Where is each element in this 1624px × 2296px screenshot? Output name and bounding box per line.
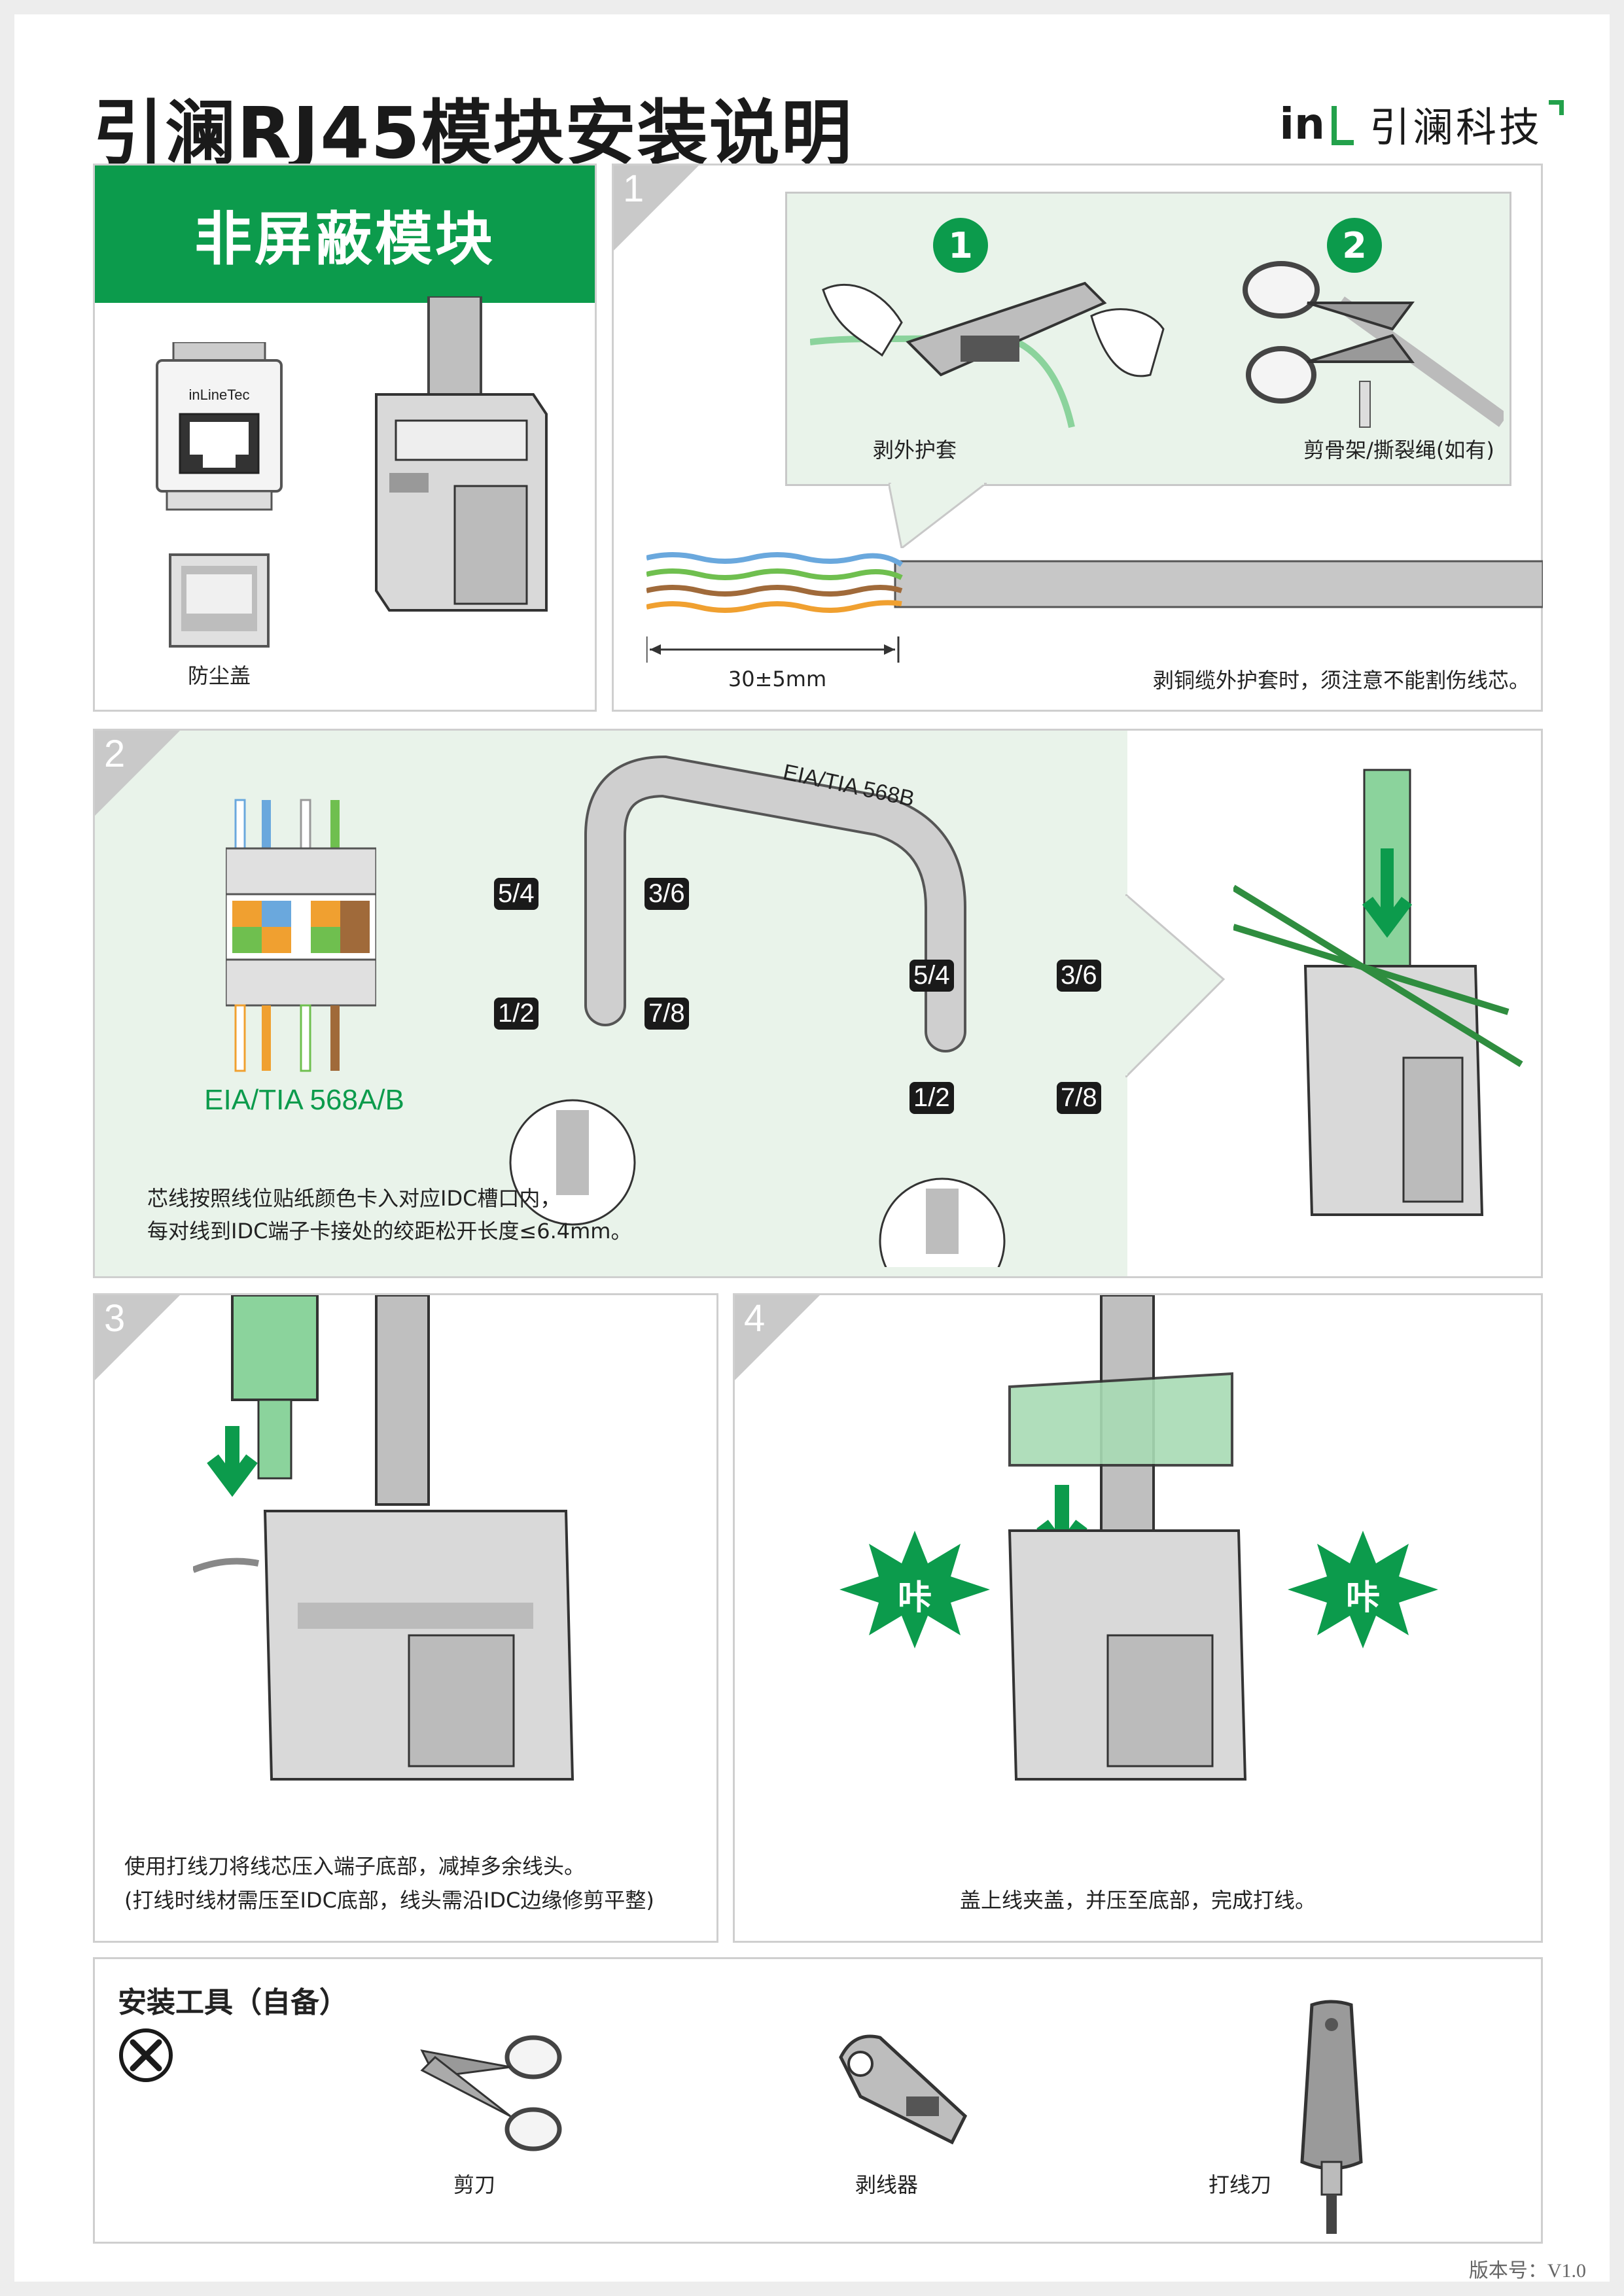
connector-standard-label: EIA/TIA 568A/B [204,1084,404,1116]
module-front-image: inLineTec [156,342,283,511]
version-label: 版本号：V1.0 [1468,2260,1586,2282]
brand-logo: in 引澜科技 [1279,94,1564,153]
step1-badge-1: 1 [933,218,988,273]
step2-pointer [1125,894,1226,1077]
step3-note-line2: (打线时线材需压至IDC底部，线头需沿IDC边缘修剪平整) [124,1888,654,1913]
module-side-image [375,296,548,612]
step2-panel: 2 EIA/TIA 568A/B [93,729,1543,1278]
bent-cable-illustration [509,755,1006,1267]
pair-tag-right-3-6: 3/6 [1057,960,1101,992]
step1-badge-2: 2 [1327,218,1382,273]
stripping-illustration [810,281,1165,428]
intro-panel: 非屏蔽模块 inLineTec inLineTec 防尘盖 [93,164,597,712]
tools-icon [119,2028,173,2082]
tools-heading: 安装工具（自备） [118,1986,348,2019]
punch-down-illustration [193,1295,574,1781]
brand-l-mark [1331,106,1354,145]
step3-number-corner: 3 [95,1295,180,1380]
svg-text:inLineTec: inLineTec [189,387,250,403]
pair-tag-right-1-2: 1/2 [909,1082,954,1114]
pair-tag-right-7-8: 7/8 [1057,1082,1101,1114]
wires-in-module-illustration [1233,769,1523,1216]
punch-down-tool-icon [1300,2000,1363,2234]
step2-number: 2 [104,733,126,775]
cap-press-illustration [1008,1295,1247,1781]
brand-name: 引澜科技 [1369,103,1542,151]
step1-note: 剥铜缆外护套时，须注意不能割伤线芯。 [1152,668,1530,693]
instruction-sheet: 引澜RJ45模块安装说明 in 引澜科技 非屏蔽模块 inLineTec inL… [14,14,1610,2282]
tools-panel: 安装工具（自备） 剪刀 剥线器 打线刀 [93,1957,1543,2244]
module-type-heading: 非屏蔽模块 [95,165,595,303]
dust-cover-label: 防尘盖 [187,663,251,688]
step1-panel: 1 1 2 剥外护套 剪骨架/撕裂绳(如有) [612,164,1543,712]
color-code-chart [226,799,376,1072]
page-title: 引澜RJ45模块安装说明 [93,93,853,175]
click-burst-right [1288,1531,1438,1648]
step4-number: 4 [744,1297,766,1340]
dimension-arrow [646,636,900,663]
callout-pointer [889,483,987,548]
pair-tag-right-5-4: 5/4 [909,960,954,992]
click-text-left: 咔 [897,1578,932,1618]
stripped-cable-illustration [646,552,1543,613]
click-burst-left [839,1531,990,1648]
strip-label: 剥外护套 [872,438,957,462]
step3-number: 3 [104,1297,126,1340]
step3-panel: 3 使用打线刀将线芯压入端子底部，减掉多余线头。 (打线时线材需压至IDC底部，… [93,1293,718,1943]
pair-tag-left-1-2: 1/2 [494,998,538,1030]
step4-panel: 4 咔 咔 盖上线夹盖，并压至底部，完成打线。 [733,1293,1543,1943]
step4-number-corner: 4 [735,1295,820,1380]
cut-label: 剪骨架/撕裂绳(如有) [1303,438,1494,462]
step2-note-line1: 芯线按照线位贴纸颜色卡入对应IDC槽口内， [147,1186,561,1211]
step3-note-line1: 使用打线刀将线芯压入端子底部，减掉多余线头。 [124,1854,586,1879]
dust-cover-image [169,553,270,648]
tool-label-punch: 打线刀 [1208,2172,1271,2197]
click-text-right: 咔 [1345,1578,1380,1618]
step1-number-corner: 1 [614,165,699,251]
scissors-icon [420,2035,562,2151]
step2-note-line2: 每对线到IDC端子卡接处的绞距松开长度≤6.4mm。 [147,1219,632,1244]
tool-label-stripper: 剥线器 [855,2172,918,2197]
pair-tag-left-3-6: 3/6 [644,878,689,910]
pair-tag-left-5-4: 5/4 [494,878,538,910]
strip-length-dimension: 30±5mm [728,667,827,691]
wire-stripper-icon [839,2034,968,2145]
tool-label-scissors: 剪刀 [453,2172,495,2197]
brand-corner-mark [1549,99,1564,115]
brand-in: in [1279,98,1325,149]
step4-note: 盖上线夹盖，并压至底部，完成打线。 [959,1888,1316,1913]
step1-number: 1 [623,167,644,210]
pair-tag-left-7-8: 7/8 [644,998,689,1030]
cutting-illustration [1243,261,1504,428]
step2-number-corner: 2 [95,731,180,816]
